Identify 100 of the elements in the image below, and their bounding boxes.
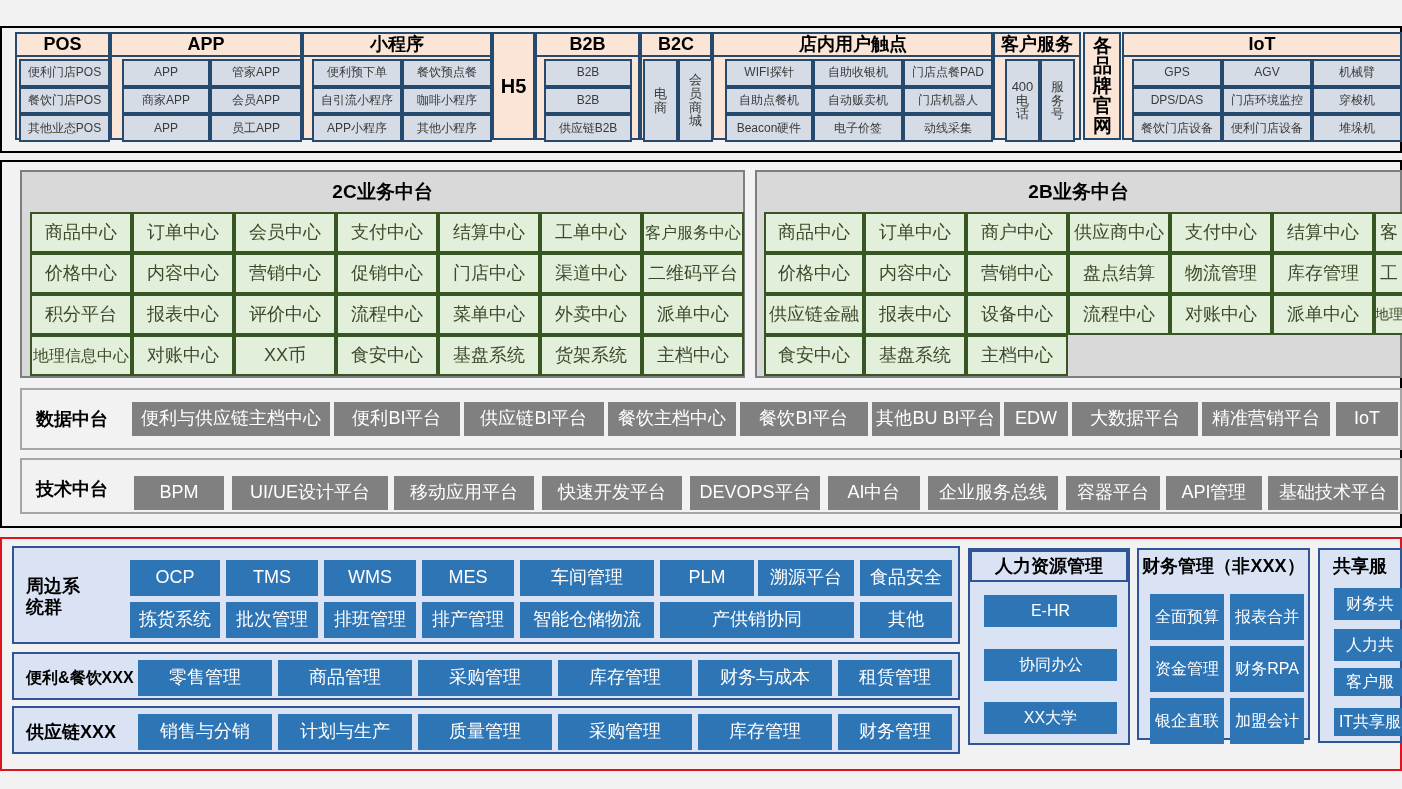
module-cell: 价格中心 [764,253,864,294]
module-cell: 便利与供应链主档中心 [132,402,330,436]
module-cell: TMS [226,560,318,596]
group-title: 共享服 [1332,554,1388,578]
group-title: B2C [642,34,710,57]
module-cell: AI中台 [828,476,920,510]
module-cell: WIFI探针 [725,59,813,87]
module-cell: 银企直联 [1150,698,1224,744]
module-cell: 溯源平台 [758,560,854,596]
module-cell: EDW [1004,402,1068,436]
group-title: B2B [537,34,638,57]
module-cell: 协同办公 [984,649,1117,681]
module-cell: 电商 [643,59,678,142]
group-title: 2B业务中台 [1027,180,1130,205]
module-cell: 产供销协同 [660,602,854,638]
group-title: 小程序 [304,34,490,57]
group-title: 供应链XXX [26,720,118,744]
module-cell: 工单中心 [540,212,642,253]
module-cell: 客户服务中心 [642,212,744,253]
group-panel [302,32,492,140]
module-cell: 商家APP [122,86,210,115]
module-cell: 地理信息中心 [30,335,132,376]
module-cell: MES [422,560,514,596]
module-cell: 全面预算 [1150,594,1224,640]
module-cell: 人力共 [1334,629,1402,661]
module-cell: 流程中心 [336,294,438,335]
module-cell: 快速开发平台 [542,476,682,510]
module-cell: 餐饮BI平台 [740,402,868,436]
module-cell: XX币 [234,335,336,376]
module-cell: 会员商城 [678,59,713,142]
module-cell: 其他 [860,602,952,638]
group-title: 客户服务 [995,34,1079,57]
module-cell: DPS/DAS [1132,86,1222,115]
module-cell: 便利BI平台 [334,402,460,436]
module-cell: 结算中心 [1272,212,1374,253]
group-panel [993,32,1081,140]
module-cell: GPS [1132,59,1222,87]
module-cell: 移动应用平台 [394,476,534,510]
module-cell: 拣货系统 [130,602,220,638]
module-cell: 门店环境监控 [1222,86,1312,115]
group-panel [755,170,1402,378]
module-cell: 容器平台 [1066,476,1160,510]
module-cell: 渠道中心 [540,253,642,294]
module-cell: 供应链金融 [764,294,864,335]
module-cell: 评价中心 [234,294,336,335]
module-cell: 盘点结算 [1068,253,1170,294]
group-panel [20,458,1402,514]
module-cell: 服务号 [1040,59,1075,142]
group-title: 人力资源管理 [970,550,1128,582]
module-cell: 报表中心 [132,294,234,335]
module-cell: 餐饮预点餐 [402,59,492,87]
module-cell: 租赁管理 [838,660,952,696]
module-cell: 派单中心 [642,294,744,335]
module-cell: 资金管理 [1150,646,1224,692]
module-cell: 供应链BI平台 [464,402,604,436]
module-cell: 派单中心 [1272,294,1374,335]
module-cell: 商品中心 [764,212,864,253]
module-cell: WMS [324,560,416,596]
module-cell: 物流管理 [1170,253,1272,294]
group-title: POS [17,34,108,57]
module-cell: XX大学 [984,702,1117,734]
module-cell: 便利预下单 [312,59,402,87]
group-title: 2C业务中台 [331,180,434,205]
module-box: H5 [492,32,535,140]
module-cell: 采购管理 [558,714,692,750]
module-cell: 食安中心 [336,335,438,376]
module-cell: DEVOPS平台 [690,476,820,510]
module-cell: UI/UE设计平台 [232,476,388,510]
module-cell: 商户中心 [966,212,1068,253]
module-cell: 报表中心 [864,294,966,335]
module-cell: 库存管理 [558,660,692,696]
module-cell: 销售与分销 [138,714,272,750]
group-panel [20,388,1402,450]
module-cell: 设备中心 [966,294,1068,335]
module-cell: 自引流小程序 [312,86,402,115]
module-cell: 基盘系统 [864,335,966,376]
module-cell: 食安中心 [764,335,864,376]
module-cell: 穿梭机 [1312,86,1402,115]
module-cell: 基盘系统 [438,335,540,376]
module-cell: 其他BU BI平台 [872,402,1000,436]
module-cell: 智能仓储物流 [520,602,654,638]
module-cell: Beacon硬件 [725,114,813,143]
module-cell: E-HR [984,595,1117,627]
module-cell: 加盟会计 [1230,698,1304,744]
module-cell: 二维码平台 [642,253,744,294]
group-panel [535,32,640,140]
module-cell: 精准营销平台 [1202,402,1330,436]
module-cell: 营销中心 [234,253,336,294]
module-cell: 货架系统 [540,335,642,376]
module-cell: 餐饮主档中心 [608,402,736,436]
module-cell: 对账中心 [1170,294,1272,335]
module-cell: 堆垛机 [1312,114,1402,143]
module-cell: 主档中心 [642,335,744,376]
module-cell: 商品中心 [30,212,132,253]
module-cell: IoT [1336,402,1398,436]
module-cell: 门店点餐PAD [903,59,993,87]
module-cell: 财务共 [1334,588,1402,620]
module-box: 各品牌官网 [1083,32,1121,140]
group-panel [15,32,110,140]
group-panel [968,548,1130,745]
